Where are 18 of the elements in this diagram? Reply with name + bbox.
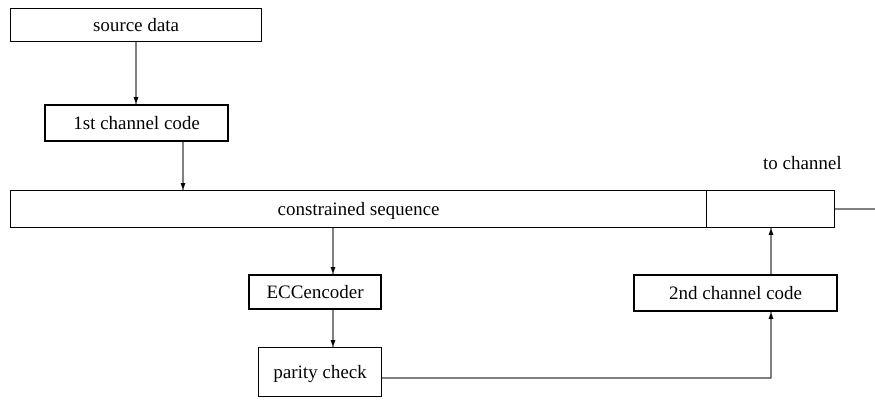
box-label: parity check <box>273 362 367 382</box>
connector-arrow <box>134 42 138 104</box>
box-label: 1st channel code <box>73 114 200 132</box>
process-box <box>633 274 838 312</box>
box-label: ECCencoder <box>266 282 364 302</box>
connector-arrow <box>768 228 774 274</box>
connector-arrow <box>382 312 774 378</box>
box-label: 2nd channel code <box>669 284 802 302</box>
connector-arrow <box>180 142 186 190</box>
connector-arrow <box>330 310 336 348</box>
process-box <box>258 347 382 397</box>
box-label: constrained sequence <box>278 200 440 218</box>
box-label: source data <box>93 16 179 34</box>
process-box <box>248 274 382 310</box>
connector-arrow <box>330 228 336 274</box>
process-box <box>44 104 229 142</box>
process-box <box>10 190 707 228</box>
process-box <box>10 8 262 42</box>
